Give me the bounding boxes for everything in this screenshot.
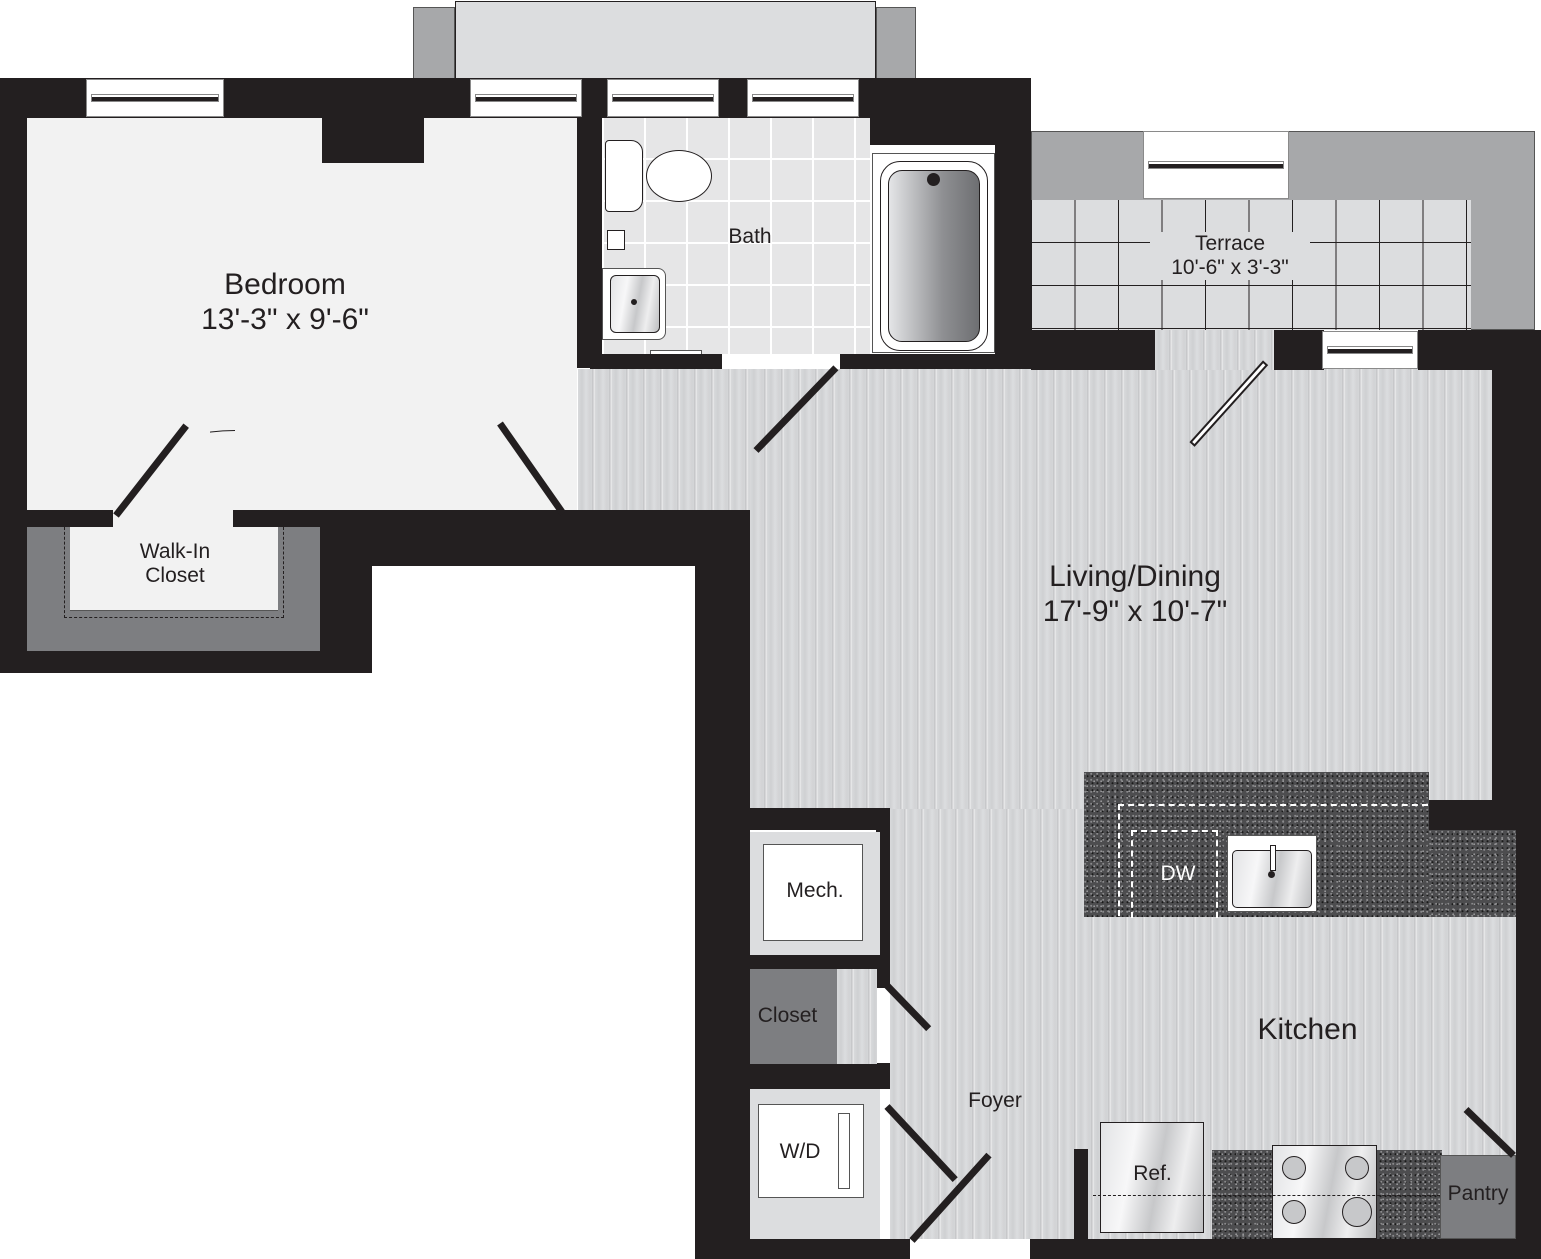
wall-closet-right [320,510,372,673]
bath-label: Bath [728,225,772,248]
wall-kitchen-corner [1425,800,1541,830]
terrace-name: Terrace [1194,232,1266,255]
dishwasher-label: DW [1160,862,1196,885]
bath-sink-drain-icon [631,299,637,305]
hall-floor [578,369,750,510]
mech-unit [763,844,863,941]
foyer-label: Foyer [968,1089,1022,1112]
wall-bedroom-bottom [0,650,372,673]
wall-east [1492,330,1541,830]
wall-terrace-south-mid [1274,330,1324,370]
wall-bottom [695,1239,910,1259]
island-overhang-line [1118,804,1428,916]
bedroom-window [86,79,224,117]
walk-in-closet-shelf-line [64,527,284,618]
balcony-post-left [413,7,455,79]
living-dining-floor [750,369,1492,809]
closet-label: Closet [757,1004,818,1027]
balcony-post-right [876,7,916,79]
walk-in-closet-label: Walk-In Closet [100,540,250,588]
living-dining-dimensions: 17'-9" x 10'-7" [1042,594,1228,628]
upper-cabinet-line [1093,1195,1440,1196]
wd-label: W/D [779,1140,821,1163]
kitchen-faucet-icon [1270,845,1276,871]
living-dining-label: Living/Dining 17'-9" x 10'-7" [1010,560,1260,629]
mech-label: Mech. [786,879,844,902]
refrigerator-icon [1100,1122,1204,1233]
pantry-closet [1440,1155,1516,1239]
bedroom-dimensions: 13'-3" x 9'-6" [201,302,369,336]
balcony-ledge [455,1,876,79]
wall-bath-left [577,78,602,368]
wall-kitchen-stub [1074,1149,1088,1239]
living-dining-name: Living/Dining [1049,560,1221,593]
window-mullion-2 [719,78,747,118]
bedroom-floor [27,118,577,510]
toilet-paper-icon [607,230,625,250]
wall-bottom-right [1030,1239,1541,1259]
wall-living-west [695,528,750,1259]
terrace-dimensions: 10'-6" x 3'-3" [1171,256,1289,280]
terrace-door-threshold [1155,330,1278,370]
walk-in-closet-line1: Walk-In [139,540,211,563]
kitchen-sink-drain-icon [1268,871,1275,878]
wall-utility-divider-2 [695,1063,890,1089]
toilet-bowl-icon [646,150,712,202]
toilet-tank-icon [605,140,643,212]
dishwasher-outline [1131,830,1218,918]
wall-east-kitchen [1516,800,1541,1259]
burner-4-icon [1342,1197,1372,1227]
wall-corridor-south [372,510,750,566]
burner-2-icon [1345,1156,1369,1180]
wall-utility-back [695,808,890,830]
terrace-railing-gate [1143,131,1289,199]
kitchen-label: Kitchen [1257,1013,1358,1046]
walk-in-closet-door-swing [210,430,235,511]
walk-in-closet-floor [70,527,278,611]
living-window [1322,331,1418,369]
walk-in-closet-line2: Closet [145,564,205,588]
bath-window-2 [607,79,719,117]
wall-bedroom-left [0,78,27,673]
bath-window-3 [747,79,859,117]
pantry-label: Pantry [1447,1182,1509,1205]
wd-lid [838,1113,850,1189]
kitchen-counter-extension [1429,830,1516,917]
refrigerator-label: Ref. [1133,1162,1172,1185]
closet-shelf [750,969,837,1064]
bedroom-name: Bedroom [224,268,346,301]
window-mullion-1 [582,78,607,118]
bathtub-icon [888,170,980,342]
bedroom-label: Bedroom 13'-3" x 9'-6" [130,268,440,337]
wall-bath-bottom-left [590,354,722,369]
terrace-label: Terrace 10'-6" x 3'-3" [1150,232,1310,281]
closet-floor [837,969,877,1064]
wall-bath-east [995,78,1031,368]
wall-terrace-south-left [1031,330,1155,370]
bath-window-1 [470,79,582,117]
wall-utility-divider-1 [695,955,890,969]
bathtub-drain-icon [927,173,940,186]
burner-1-icon [1282,1156,1306,1180]
burner-3-icon [1282,1200,1306,1224]
bedroom-column [322,118,424,163]
closet-door-opening [113,510,233,528]
